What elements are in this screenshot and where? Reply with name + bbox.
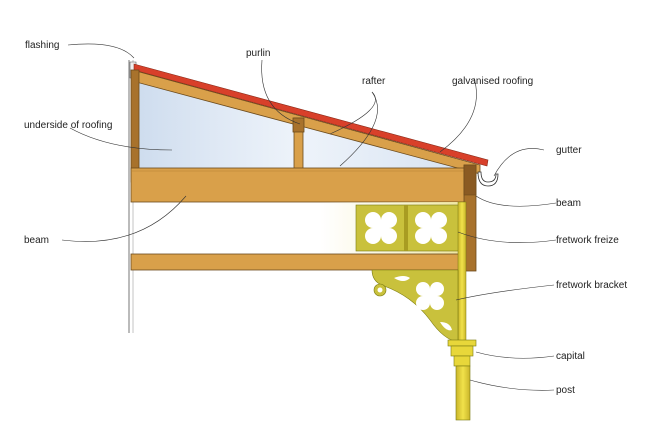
label-fretwork-bracket: fretwork bracket xyxy=(556,280,627,291)
label-galvanised-roofing: galvanised roofing xyxy=(452,76,533,87)
galvanised-roofing xyxy=(133,63,489,167)
post-upper xyxy=(457,201,467,343)
leader-underside-of-roofing xyxy=(69,127,173,151)
label-gutter: gutter xyxy=(556,145,582,156)
purlin-cap xyxy=(292,117,305,133)
gutter xyxy=(477,171,499,187)
capital xyxy=(447,339,477,367)
label-fretwork-freeze: fretwork freize xyxy=(556,235,619,246)
label-beam-left: beam xyxy=(24,235,49,246)
label-underside-of-roofing: underside of roofing xyxy=(24,120,112,131)
label-flashing: flashing xyxy=(25,40,59,51)
fretwork-freeze xyxy=(355,204,461,252)
leader-flashing xyxy=(67,43,135,59)
lower-beam xyxy=(130,253,470,271)
label-beam-right: beam xyxy=(556,198,581,209)
wall-plate xyxy=(130,69,140,183)
label-rafter: rafter xyxy=(362,76,386,87)
label-post: post xyxy=(556,385,575,396)
leader-capital xyxy=(475,351,555,359)
leader-fretwork-freeze xyxy=(457,231,557,243)
leader-beam-right xyxy=(475,195,557,207)
leader-post xyxy=(469,379,555,391)
fretwork-bracket xyxy=(371,269,459,343)
leader-beam-left xyxy=(61,195,187,242)
upper-beam xyxy=(130,167,470,203)
leader-fretwork-bracket xyxy=(455,284,555,301)
post xyxy=(455,365,471,421)
label-purlin: purlin xyxy=(246,48,270,59)
leader-galvanised-roofing xyxy=(439,77,477,153)
leader-gutter xyxy=(493,148,545,177)
leader-purlin xyxy=(261,59,301,125)
leader-rafter-2 xyxy=(339,91,378,167)
label-capital: capital xyxy=(556,351,585,362)
